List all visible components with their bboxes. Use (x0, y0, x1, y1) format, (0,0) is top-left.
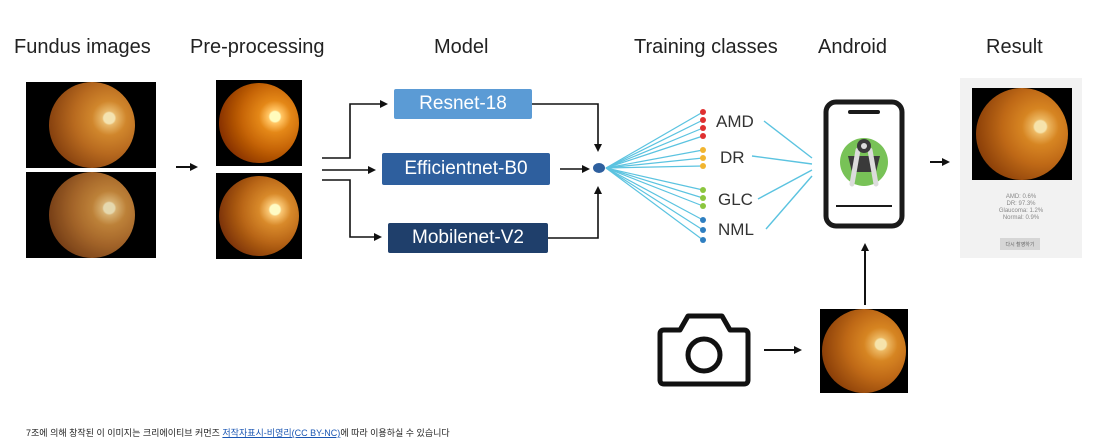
preprocessed-image-1 (216, 80, 302, 166)
model-box-efficientnet-b0: Efficientnet-B0 (382, 153, 550, 185)
arrow-to-mobilenet (322, 179, 382, 241)
class-dots-amd (700, 109, 706, 139)
result-line-normal: Normal: 0.9% (1002, 215, 1040, 221)
header-pre-processing: Pre-processing (190, 36, 325, 58)
license-caption: 7조에 의해 창작된 이 이미지는 크리에이티브 커먼즈 저작자표시-비영리(C… (26, 426, 450, 439)
model-box-mobilenet-v2: Mobilenet-V2 (388, 223, 548, 253)
captured-fundus-image (820, 309, 908, 393)
class-label-amd: AMD (716, 112, 754, 131)
ensemble-node (593, 163, 605, 173)
retake-button[interactable]: 다시 촬영하기 (1000, 238, 1040, 250)
result-fundus-image (972, 88, 1072, 180)
arrow-resnet-to-node (532, 103, 602, 152)
result-screen: AMD: 0.6% DR: 97.3% Glaucoma: 1.2% Norma… (960, 78, 1082, 258)
result-line-dr: DR: 97.3% (1006, 201, 1036, 207)
camera-icon (657, 313, 751, 387)
result-line-glaucoma: Glaucoma: 1.2% (998, 208, 1044, 214)
arrow-mobilenet-to-node (548, 186, 602, 239)
header-android: Android (818, 36, 887, 58)
lines-classes-to-android (751, 120, 813, 230)
caption-suffix: 에 따라 이용하실 수 있습니다 (340, 428, 450, 438)
result-line-amd: AMD: 0.6% (1005, 194, 1037, 200)
class-dots-nml (700, 217, 706, 243)
header-fundus-images: Fundus images (14, 36, 151, 58)
header-result: Result (986, 36, 1043, 58)
class-dots-dr (700, 147, 706, 169)
preprocessed-image-2 (216, 173, 302, 259)
caption-prefix: 7조에 의해 창작된 이 이미지는 크리에이티브 커먼즈 (26, 428, 223, 438)
header-model: Model (434, 36, 489, 58)
class-label-dr: DR (720, 148, 745, 167)
class-label-nml: NML (718, 220, 754, 239)
fundus-image-2 (26, 172, 156, 258)
fan-lines-to-classes (605, 111, 704, 241)
arrow-to-resnet (322, 100, 388, 159)
class-label-glc: GLC (718, 190, 753, 209)
fundus-image-1 (26, 82, 156, 168)
header-training-classes: Training classes (634, 36, 778, 58)
android-phone-icon (823, 99, 905, 229)
model-box-resnet18: Resnet-18 (394, 89, 532, 119)
class-dots-glc (700, 187, 706, 209)
license-link[interactable]: 저작자표시-비영리(CC BY-NC) (222, 428, 341, 438)
